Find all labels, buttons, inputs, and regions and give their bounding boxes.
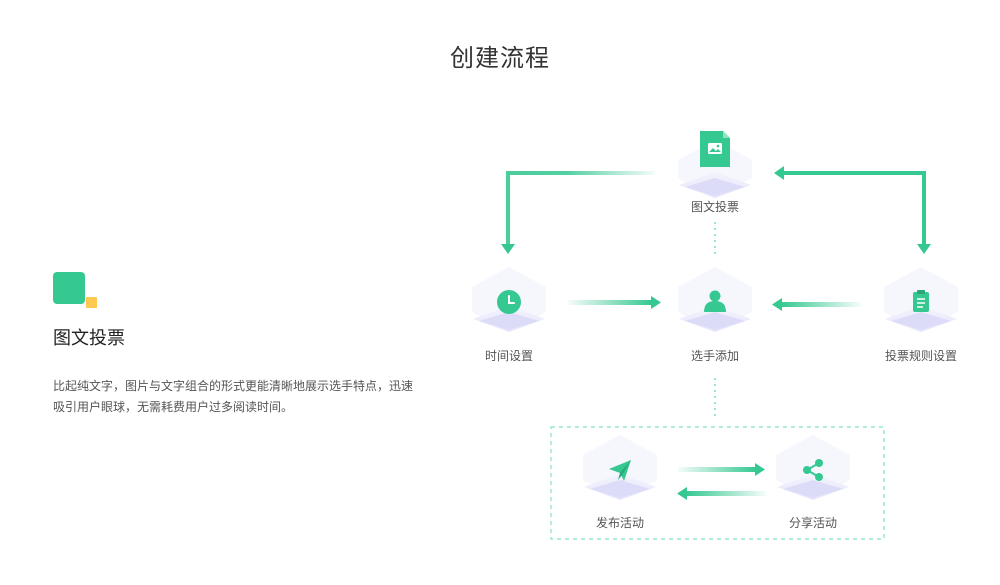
- paper-plane-icon: [609, 460, 631, 481]
- node-publish: [583, 435, 657, 500]
- node-share: [776, 435, 850, 500]
- label-time-setting: 时间设置: [484, 349, 533, 363]
- node-add-contestant: [678, 267, 752, 332]
- label-add-contestant: 选手添加: [690, 349, 739, 363]
- page-title: 创建流程: [450, 44, 550, 72]
- clipboard-icon: [913, 290, 929, 312]
- share-icon: [803, 459, 823, 481]
- intro-title: 图文投票: [53, 328, 125, 349]
- arrow-time-to-add: [568, 296, 661, 309]
- arrow-publish-to-share: [678, 463, 765, 476]
- label-share: 分享活动: [788, 516, 837, 530]
- intro-description: 比起纯文字，图片与文字组合的形式更能清晰地展示选手特点，迅速吸引用户眼球，无需耗…: [53, 379, 414, 414]
- clock-icon: [497, 290, 521, 314]
- label-vote-rules: 投票规则设置: [884, 349, 957, 363]
- image-document-icon: [700, 131, 730, 167]
- connector-vote-to-time: [501, 171, 655, 254]
- node-vote-rules: [884, 267, 958, 332]
- node-photo-vote: [678, 131, 752, 198]
- intro-logo-icon: [53, 272, 99, 310]
- connector-rules-to-vote: [774, 166, 931, 254]
- arrow-rules-to-add: [772, 298, 861, 311]
- arrow-share-to-publish: [677, 487, 766, 500]
- intro-panel: 图文投票 比起纯文字，图片与文字组合的形式更能清晰地展示选手特点，迅速吸引用户眼…: [53, 272, 423, 418]
- label-photo-vote: 图文投票: [690, 200, 739, 214]
- person-icon: [704, 290, 726, 312]
- publish-share-group-box: [550, 426, 885, 540]
- node-time-setting: [472, 267, 546, 332]
- label-publish: 发布活动: [595, 516, 644, 530]
